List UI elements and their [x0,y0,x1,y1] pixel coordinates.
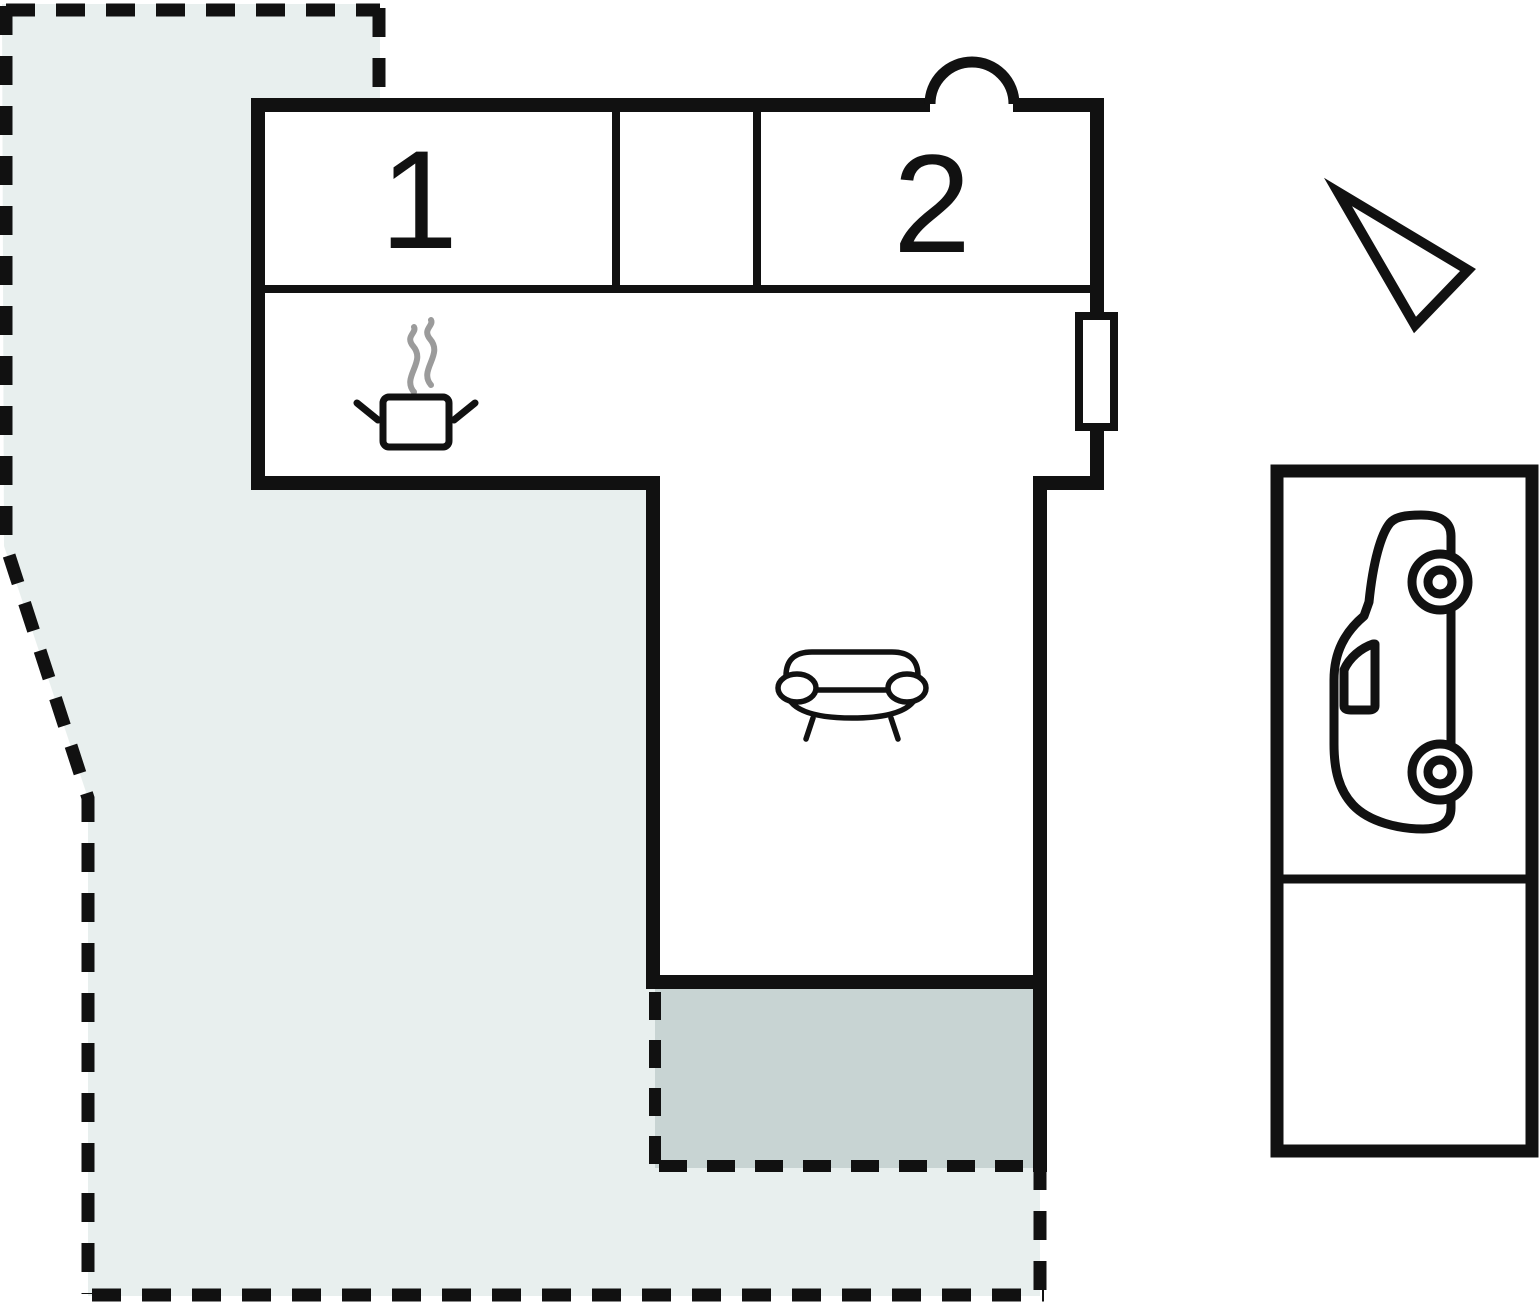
car-icon [1329,510,1473,834]
entrance-door-arc [924,56,1020,105]
building-footprint [251,98,1104,989]
steam-lines [407,324,421,395]
sofa-armrest [775,671,819,705]
room-1-label: 1 [380,121,458,278]
plot-boundary-dashed [0,3,1047,1302]
window [1075,312,1118,431]
car-window [1339,639,1380,715]
building-walls [251,98,1104,1172]
room-2-label: 2 [893,125,971,282]
interior-walls [262,107,1094,293]
plot-area [2,4,1040,1296]
terrace-boundary-dashed [649,992,1038,1172]
terrace-area [655,988,1040,1168]
pot-handles [353,399,479,424]
north-arrow-icon [1323,177,1476,334]
car-wheel-hub [1423,565,1457,599]
sofa-legs [803,715,901,742]
car-wheel-hub [1423,755,1457,789]
pot-body [379,393,453,451]
steam-lines [424,317,438,388]
cooking-pot-icon [353,317,479,451]
carport [1270,464,1539,1158]
sofa-icon [775,649,929,742]
sofa-armrest [885,671,929,705]
